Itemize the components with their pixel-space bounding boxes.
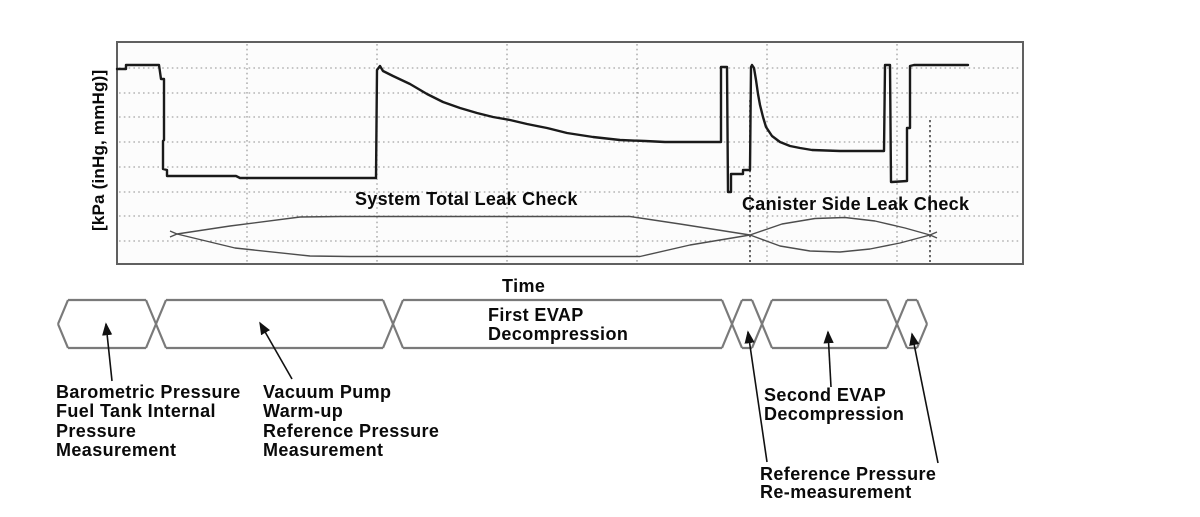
barometric-label-line2: Fuel Tank Internal — [56, 401, 216, 421]
callout-arrow — [744, 330, 768, 463]
phase-callouts: Barometric Pressure Fuel Tank Internal P… — [56, 321, 939, 502]
phase-band: First EVAP Decompression — [56, 298, 929, 350]
vacuum-pump-label-line2: Warm-up — [263, 401, 343, 421]
second-evap-label-line2: Decompression — [764, 404, 904, 424]
x-axis-label-time: Time — [502, 276, 545, 296]
callout-arrows — [102, 321, 939, 464]
barometric-label-line3: Pressure — [56, 421, 136, 441]
reference-pressure-label-line2: Re-measurement — [760, 482, 912, 502]
callout-arrow — [823, 330, 834, 388]
callout-arrow — [259, 321, 293, 380]
y-axis-label: [kPa (inHg, mmHg)] — [89, 70, 108, 231]
barometric-label-line1: Barometric Pressure — [56, 382, 241, 402]
callout-arrow — [102, 322, 113, 382]
pressure-chart: System Total Leak Check Canister Side Le… — [89, 41, 1024, 296]
second-evap-label-line1: Second EVAP — [764, 385, 886, 405]
purge-duty-curve-lower — [169, 216, 938, 258]
barometric-label-line4: Measurement — [56, 440, 176, 460]
chart-frame — [116, 41, 1024, 265]
vacuum-pump-label-line3: Reference Pressure — [263, 421, 439, 441]
vacuum-pump-label-line4: Measurement — [263, 440, 383, 460]
pressure-trace — [115, 63, 970, 194]
system-total-leak-check-annotation: System Total Leak Check — [355, 189, 578, 209]
canister-side-leak-check-annotation: Canister Side Leak Check — [742, 194, 970, 214]
first-evap-label-line1: First EVAP — [488, 305, 584, 325]
first-evap-label-line2: Decompression — [488, 324, 628, 344]
reference-pressure-label-line1: Reference Pressure — [760, 464, 936, 484]
grid-horizontal-lines — [119, 67, 1021, 242]
vacuum-pump-label-line1: Vacuum Pump — [263, 382, 391, 402]
callout-arrow — [909, 332, 939, 464]
